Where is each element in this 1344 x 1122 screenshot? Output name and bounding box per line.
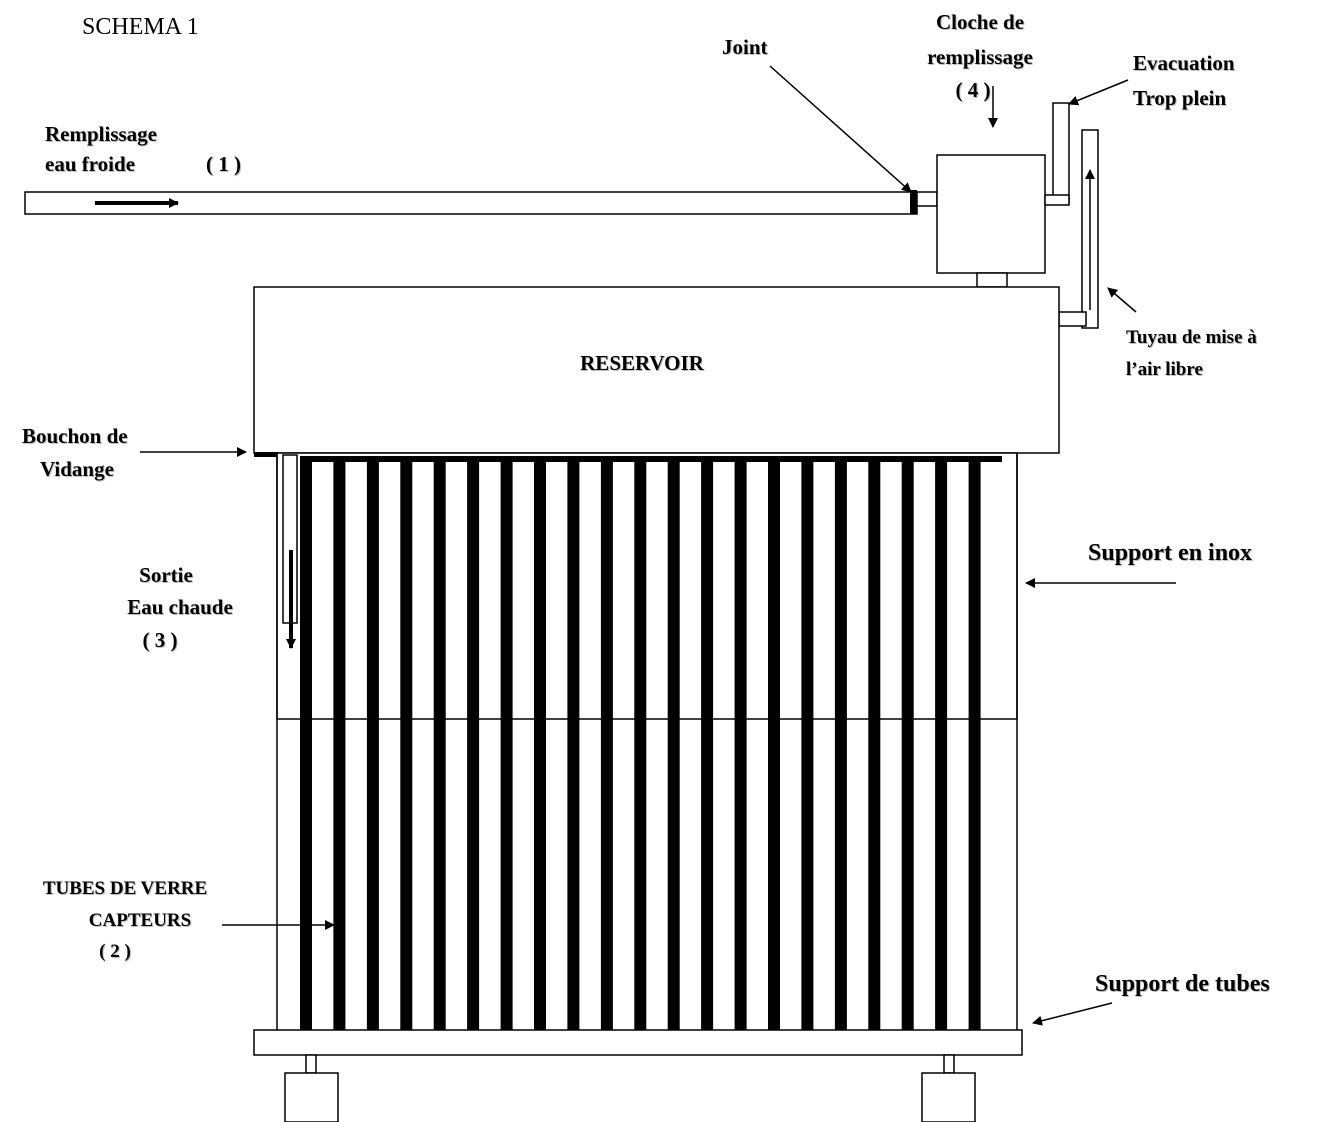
glass-tube <box>968 456 981 1030</box>
label-remplissage-line1: Remplissage <box>45 122 157 146</box>
label-cloche-line1: Cloche de <box>936 10 1024 34</box>
overflow-pipe <box>1052 102 1070 204</box>
collector-tubes <box>300 456 1002 1030</box>
glass-tube <box>300 456 312 1030</box>
left-foot <box>284 1072 339 1122</box>
label-remplissage-line2: eau froide <box>45 152 135 176</box>
label-bouchon-line1: Bouchon de <box>22 424 128 448</box>
glass-tube <box>333 456 346 1030</box>
glass-tube <box>868 456 881 1030</box>
label-joint: Joint <box>722 35 768 59</box>
label-tuyau-line1: Tuyau de mise à <box>1126 327 1257 348</box>
tube-manifold <box>300 456 1002 462</box>
label-evacuation-line2: Trop plein <box>1133 86 1226 110</box>
glass-tube <box>366 456 379 1030</box>
air-vent-connector <box>1058 311 1087 327</box>
tube-support-bar <box>253 1029 1023 1056</box>
label-tubes-line2: CAPTEURS <box>89 910 191 931</box>
label-bouchon-line2: Vidange <box>40 457 114 481</box>
glass-tube <box>433 456 446 1030</box>
glass-tube <box>734 456 747 1030</box>
diagram-title: SCHEMA 1 <box>82 14 199 40</box>
glass-tube <box>901 456 914 1030</box>
label-support-inox: Support en inox <box>1088 540 1252 566</box>
filling-bell <box>936 154 1046 274</box>
evacuation-pointer <box>1068 79 1129 106</box>
glass-tube <box>534 456 546 1030</box>
tuyau-pointer <box>1107 287 1137 313</box>
support-tubes-pointer <box>1032 1002 1113 1026</box>
joint-pointer <box>769 65 912 193</box>
glass-tube <box>600 456 613 1030</box>
joint-connector <box>916 191 938 207</box>
glass-tube <box>834 456 847 1030</box>
glass-tube <box>500 456 513 1030</box>
glass-tube <box>701 456 714 1030</box>
label-tuyau-line2: l’air libre <box>1126 359 1203 380</box>
glass-tube <box>667 456 680 1030</box>
label-sortie-line1: Sortie <box>139 563 193 587</box>
glass-tube <box>634 456 647 1030</box>
overflow-connector <box>1044 194 1070 206</box>
reservoir-tank <box>253 286 1060 454</box>
right-foot <box>921 1072 976 1122</box>
glass-tube <box>567 456 580 1030</box>
label-cloche-number: ( 4 ) <box>956 78 991 102</box>
reservoir-label: RESERVOIR <box>580 351 705 375</box>
glass-tube <box>801 456 814 1030</box>
glass-tube <box>400 456 413 1030</box>
joint-seal <box>910 190 917 214</box>
glass-tube <box>935 456 948 1030</box>
label-sortie-number: ( 3 ) <box>143 628 178 652</box>
label-tubes-line1: TUBES DE VERRE <box>43 878 207 899</box>
drain-plug <box>254 452 278 457</box>
label-evacuation-line1: Evacuation <box>1133 51 1235 75</box>
glass-tube <box>467 456 480 1030</box>
label-tubes-number: ( 2 ) <box>99 941 131 962</box>
label-sortie-line2: Eau chaude <box>127 595 233 619</box>
bell-neck <box>976 272 1008 288</box>
label-remplissage-number: ( 1 ) <box>206 152 241 176</box>
glass-tube <box>768 456 780 1030</box>
label-cloche-line2: remplissage <box>927 45 1033 69</box>
left-foot-stem <box>305 1054 317 1074</box>
right-foot-stem <box>943 1054 955 1074</box>
label-support-tubes: Support de tubes <box>1095 971 1270 997</box>
